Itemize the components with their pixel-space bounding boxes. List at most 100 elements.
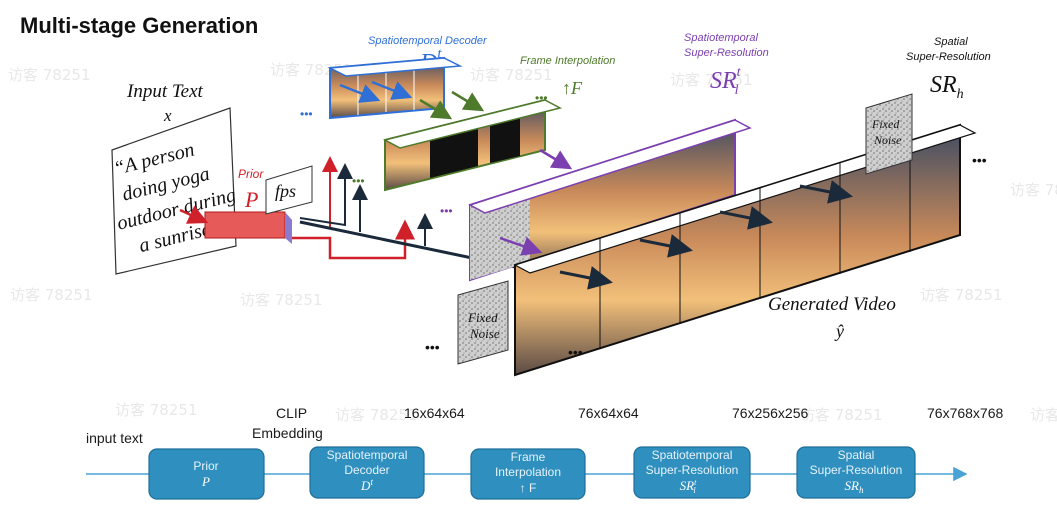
generated-top	[513, 124, 977, 274]
watermark: 访客 78251	[670, 71, 753, 89]
stage-annotation: 76x64x64	[578, 405, 639, 421]
flow-node-symbol: ↑ F	[520, 481, 537, 495]
generated-video-symbol: ŷ	[834, 321, 844, 341]
st-sr-top	[468, 119, 752, 214]
fixed-noise-label: Noise	[469, 326, 500, 341]
decoder-top	[327, 57, 463, 77]
flow-node-label: Interpolation	[495, 465, 561, 479]
sp-sr-symbol: SRh	[930, 72, 964, 102]
fps-box	[265, 165, 313, 215]
st-sr-caption: Super-Resolution	[684, 47, 769, 59]
watermark: 访客 78251	[800, 406, 883, 424]
fixed-noise-label: Noise	[873, 133, 902, 147]
flow-node-symbol: P	[201, 474, 210, 489]
decoder-dots: •••	[300, 107, 313, 121]
interp-symbol: ↑F	[562, 78, 583, 98]
sr-arrow	[559, 266, 613, 290]
watermark: 访客 78251	[8, 66, 91, 84]
st-sr-arrow	[539, 148, 573, 170]
flow-node-prior: Prior P	[148, 448, 265, 500]
prior-to-sr-line	[292, 219, 415, 260]
input-text-title: Input Text	[126, 81, 204, 102]
watermarks: 访客 78251 访客 78251 访客 78251 访客 78251 访客 7…	[8, 61, 1057, 424]
sr-arrow	[719, 206, 773, 230]
flow-node-label: Spatial	[838, 448, 875, 462]
sr-arrow	[639, 234, 693, 258]
stage-annotation: 16x64x64	[404, 405, 465, 421]
prior-rod	[204, 211, 286, 239]
sp-sr-caption: Spatial	[934, 36, 968, 48]
flow-node-label: Spatiotemporal	[327, 448, 408, 462]
interp-arrow	[419, 98, 453, 120]
st-sr-caption: Spatiotemporal	[684, 32, 759, 44]
flow-node-sp-sr: Spatial Super-Resolution SRh	[796, 446, 916, 499]
watermark: 访客 78251	[240, 291, 323, 309]
fixed-noise-left: Fixed Noise	[457, 280, 509, 365]
stage-annotation: CLIP	[276, 405, 307, 421]
flow-node-box	[796, 446, 916, 499]
decoder-caption: Spatiotemporal Decoder	[368, 35, 488, 47]
stage-annotation: Embedding	[252, 425, 323, 441]
fps-label: fps	[275, 181, 296, 201]
generated-video-label: Generated Video	[768, 294, 896, 315]
prior-symbol: P	[244, 187, 258, 212]
interp-caption: Frame Interpolation	[520, 55, 615, 67]
stage-annotation: 76x256x256	[732, 405, 809, 421]
flow-node-label: Spatiotemporal	[652, 448, 733, 462]
interp-dots: •••	[535, 91, 548, 105]
flow-node-symbol: SRh	[845, 478, 864, 495]
interp-strip: ••• •••	[352, 91, 563, 192]
pipeline-illustration: Input Text x “A person doing yoga outdoo…	[111, 32, 991, 377]
flow-node-box	[470, 448, 586, 500]
watermark: 访客 78251	[1010, 181, 1057, 199]
prompt-to-prior-arrow	[179, 205, 209, 224]
fps-to-decoder-line	[299, 163, 353, 227]
decoder-arrow	[371, 80, 413, 100]
flow-node-box	[309, 446, 425, 499]
watermark: 访客 78251	[10, 286, 93, 304]
st-sr-dots: •••	[440, 204, 453, 218]
input-text-symbol: x	[163, 106, 172, 125]
watermark: 访客 78251	[1030, 406, 1057, 424]
flow-node-label: Decoder	[344, 463, 389, 477]
st-sr-arrow	[499, 236, 543, 256]
flow-node-box	[633, 446, 751, 499]
fixed-noise-panel	[457, 280, 509, 365]
watermark: 访客 78251	[115, 401, 198, 419]
flow-node-label: Super-Resolution	[810, 463, 903, 477]
generated-dots: •••	[568, 344, 583, 360]
fixed-noise-label: Fixed	[467, 310, 498, 325]
fixed-noise-panel	[865, 93, 913, 175]
generated-video-strip	[513, 123, 977, 377]
page-title: Multi-stage Generation	[20, 13, 258, 38]
watermark: 访客 78251	[335, 406, 418, 424]
prior-rod-side	[285, 212, 292, 244]
sr-arrow	[799, 180, 853, 204]
generated-dots: •••	[425, 339, 440, 355]
decoder-arrow	[339, 83, 381, 103]
flow-start-label: input text	[86, 430, 143, 446]
pipeline-flowchart: input text CLIP Embedding 16x64x64 76x64…	[86, 405, 1004, 500]
flow-node-label: Frame	[511, 450, 546, 464]
sp-sr-caption: Super-Resolution	[906, 51, 991, 63]
flow-node-decoder: Spatiotemporal Decoder Dt	[309, 446, 425, 499]
stage-annotation: 76x768x768	[927, 405, 1004, 421]
flow-node-label: Prior	[193, 459, 218, 473]
interp-arrow	[451, 90, 485, 112]
watermark: 访客 78251	[470, 66, 553, 84]
watermark: 访客 78251	[920, 286, 1003, 304]
flow-node-symbol: Dt	[360, 477, 373, 493]
generated-dots: •••	[972, 152, 987, 168]
flow-node-box	[148, 448, 265, 500]
flow-node-label: Super-Resolution	[646, 463, 739, 477]
interp-dots: •••	[352, 174, 365, 188]
interp-top	[382, 99, 563, 149]
fixed-noise-right: Fixed Noise	[865, 93, 913, 175]
fixed-noise-label: Fixed	[871, 117, 900, 131]
flow-node-interp: Frame Interpolation ↑ F	[470, 448, 586, 500]
prior-label: Prior	[238, 167, 264, 181]
